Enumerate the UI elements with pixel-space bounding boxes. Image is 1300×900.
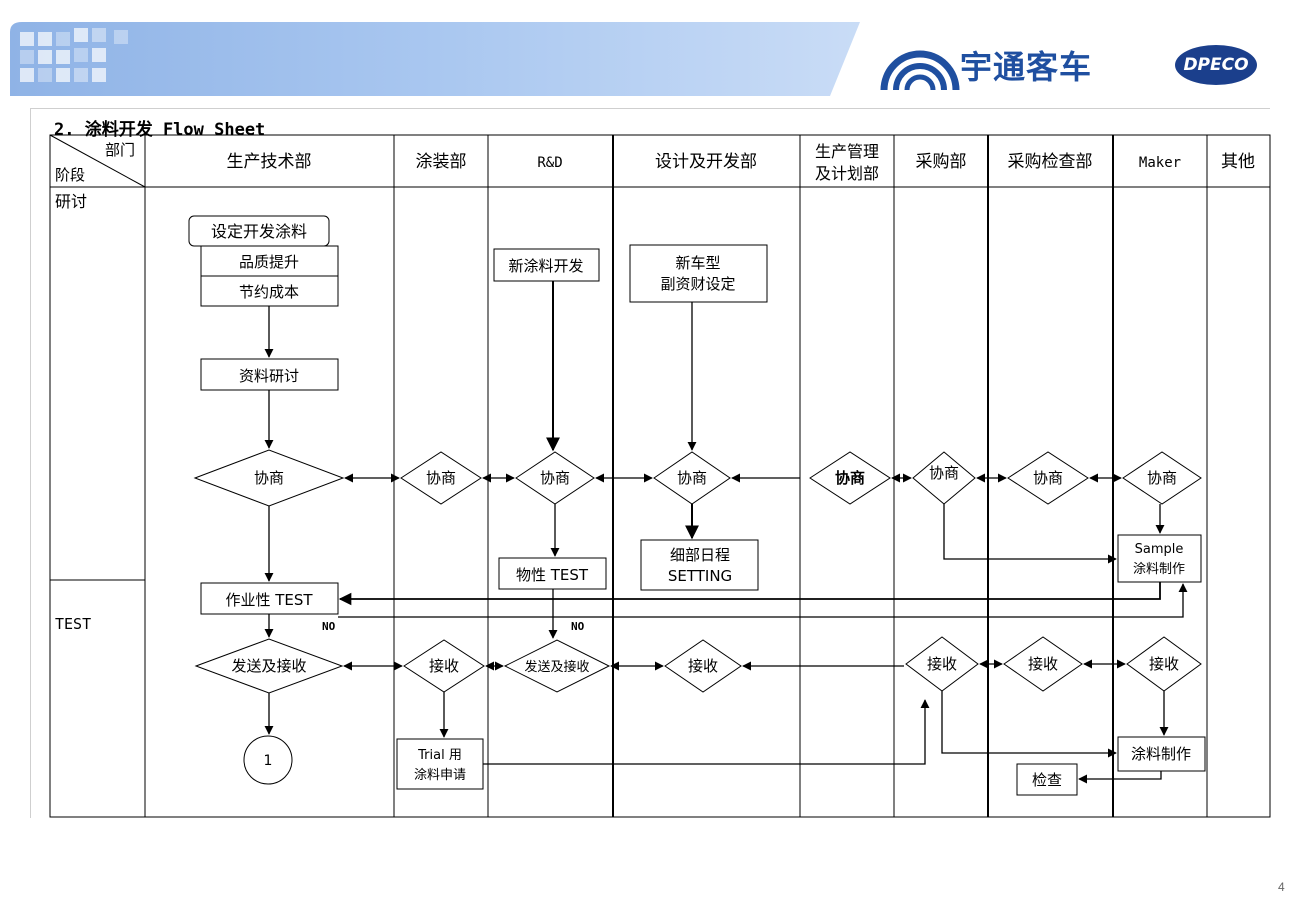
box-data-study: 资料研讨 xyxy=(200,358,339,391)
diamond-receive-2: 接收 xyxy=(664,639,742,693)
partner-logo: DPECO xyxy=(1175,45,1257,85)
diamond-receive-1: 接收 xyxy=(403,639,485,693)
box-phys-test: 物性 TEST xyxy=(498,557,607,590)
col-header-purchasing: 采购部 xyxy=(916,152,967,172)
flow-arrows xyxy=(264,281,1188,784)
header-divider xyxy=(30,108,1270,109)
col-header-painting: 涂装部 xyxy=(416,152,467,172)
diamond-negotiate-7: 协商 xyxy=(1007,451,1089,505)
diamond-negotiate-4: 协商 xyxy=(653,451,731,505)
svg-text:资料研讨: 资料研讨 xyxy=(239,367,299,385)
no-label-1: NO xyxy=(322,620,336,633)
svg-text:发送及接收: 发送及接收 xyxy=(231,657,306,675)
box-quality-up: 品质提升 xyxy=(200,245,339,277)
diamond-send-receive-2: 发送及接收 xyxy=(503,639,611,693)
left-divider xyxy=(30,108,31,818)
col-header-prod-mgmt-1: 生产管理 xyxy=(815,142,879,161)
box-inspect: 检查 xyxy=(1016,763,1078,796)
corner-dept-label: 部门 xyxy=(105,141,135,159)
svg-text:细部日程: 细部日程 xyxy=(670,546,730,564)
brand-name: 宇通客车 xyxy=(960,48,1093,86)
svg-text:设定开发涂料: 设定开发涂料 xyxy=(211,222,307,241)
svg-text:涂料制作: 涂料制作 xyxy=(1131,745,1191,763)
page-number: 4 xyxy=(1278,880,1285,894)
col-header-rnd: R&D xyxy=(537,155,562,171)
box-new-model: 新车型 副资财设定 xyxy=(629,244,768,303)
svg-text:作业性 TEST: 作业性 TEST xyxy=(225,591,313,609)
svg-text:协商: 协商 xyxy=(254,469,284,487)
svg-text:品质提升: 品质提升 xyxy=(239,253,299,271)
svg-text:涂料申请: 涂料申请 xyxy=(414,767,466,783)
col-header-maker: Maker xyxy=(1139,155,1181,171)
svg-text:接收: 接收 xyxy=(927,655,957,673)
svg-text:发送及接收: 发送及接收 xyxy=(524,659,589,675)
svg-text:节约成本: 节约成本 xyxy=(239,283,299,301)
diamond-negotiate-8: 协商 xyxy=(1122,451,1202,505)
box-set-dev: 设定开发涂料 xyxy=(188,215,330,247)
box-paint-make: 涂料制作 xyxy=(1117,736,1206,772)
svg-text:Sample: Sample xyxy=(1135,542,1184,557)
diamond-negotiate-5: 协商 xyxy=(809,451,891,505)
diamond-negotiate-1: 协商 xyxy=(193,449,345,507)
diamond-receive-5: 接收 xyxy=(1126,636,1202,692)
header-banner xyxy=(10,22,860,96)
box-cost-save: 节约成本 xyxy=(200,275,339,307)
col-header-production-tech: 生产技术部 xyxy=(227,152,312,172)
svg-text:协商: 协商 xyxy=(1147,469,1177,487)
svg-text:协商: 协商 xyxy=(835,469,865,487)
svg-text:涂料制作: 涂料制作 xyxy=(1133,561,1185,577)
svg-text:副资财设定: 副资财设定 xyxy=(660,275,735,293)
svg-text:检查: 检查 xyxy=(1032,771,1062,789)
box-trial: Trial 用 涂料申请 xyxy=(396,738,484,790)
svg-text:新车型: 新车型 xyxy=(675,254,720,272)
svg-text:SETTING: SETTING xyxy=(668,567,732,585)
col-header-design-dev: 设计及开发部 xyxy=(655,152,757,172)
corner-stage-label: 阶段 xyxy=(55,166,85,184)
box-work-test: 作业性 TEST xyxy=(200,582,339,615)
svg-text:协商: 协商 xyxy=(1033,469,1063,487)
arch-logo-icon xyxy=(880,50,960,91)
svg-text:接收: 接收 xyxy=(429,657,459,675)
svg-text:接收: 接收 xyxy=(1028,655,1058,673)
svg-text:接收: 接收 xyxy=(1149,655,1179,673)
svg-text:Trial 用: Trial 用 xyxy=(417,748,462,763)
stage-label-test: TEST xyxy=(55,615,91,633)
svg-text:接收: 接收 xyxy=(688,657,718,675)
company-logo: 宇通客车 DPECO xyxy=(875,30,1295,100)
svg-text:新涂料开发: 新涂料开发 xyxy=(508,257,583,275)
no-label-2: NO xyxy=(571,620,585,633)
svg-text:协商: 协商 xyxy=(677,469,707,487)
svg-text:物性 TEST: 物性 TEST xyxy=(516,566,589,584)
svg-text:1: 1 xyxy=(264,753,273,769)
box-schedule: 细部日程 SETTING xyxy=(640,539,759,591)
svg-text:协商: 协商 xyxy=(426,469,456,487)
svg-text:协商: 协商 xyxy=(540,469,570,487)
svg-text:协商: 协商 xyxy=(929,464,959,482)
diamond-negotiate-3: 协商 xyxy=(515,451,595,505)
diamond-negotiate-6: 协商 xyxy=(912,451,976,505)
box-new-paint: 新涂料开发 xyxy=(493,248,600,282)
col-header-other: 其他 xyxy=(1221,152,1255,172)
box-sample: Sample 涂料制作 xyxy=(1117,534,1202,583)
diamond-receive-4: 接收 xyxy=(1003,636,1083,692)
diamond-send-receive-1: 发送及接收 xyxy=(194,638,344,694)
connector-circle: 1 xyxy=(243,735,293,785)
stage-label-study: 研讨 xyxy=(55,192,87,211)
col-header-prod-mgmt-2: 及计划部 xyxy=(815,164,879,183)
diamond-receive-3: 接收 xyxy=(905,636,979,692)
col-header-purchase-inspection: 采购检查部 xyxy=(1008,152,1093,172)
diamond-negotiate-2: 协商 xyxy=(400,451,482,505)
